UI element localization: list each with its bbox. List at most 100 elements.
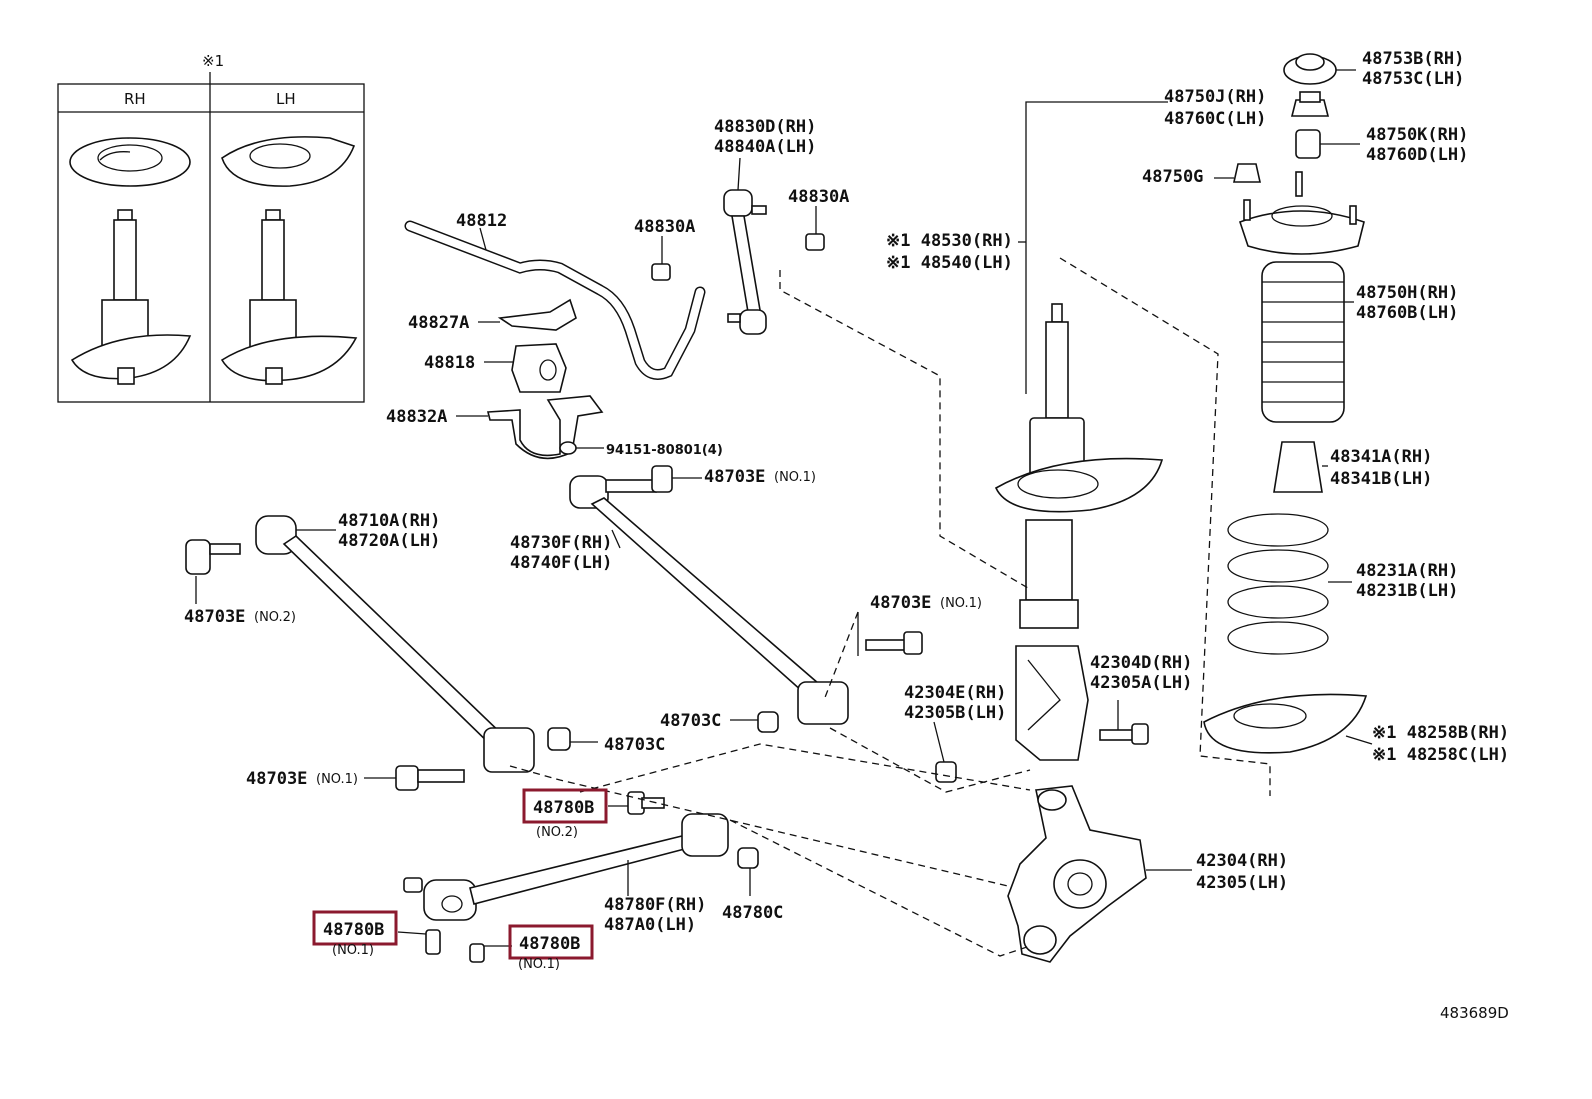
highlight-48780B-left [312, 910, 398, 946]
label-48750K: 48750K(RH) [1366, 125, 1468, 145]
label-48760D: 48760D(LH) [1366, 145, 1468, 165]
nut-48830A-left [651, 263, 671, 281]
bolt-48703E-left [185, 539, 241, 575]
label-48530: ※1 48530(RH) [886, 231, 1013, 251]
label-48258B: ※1 48258B(RH) [1372, 723, 1509, 743]
label-48780B-left-sub: (NO.1) [332, 943, 374, 958]
nut-48750J [1290, 91, 1330, 117]
label-48703E-top: 48703E [704, 467, 765, 487]
label-42305A: 42305A(LH) [1090, 673, 1192, 693]
label-48703E-low: 48703E [246, 769, 307, 789]
label-48780C: 48780C [722, 903, 783, 923]
label-48540: ※1 48540(LH) [886, 253, 1013, 273]
arm-48780F [403, 813, 729, 921]
label-48753C: 48753C(LH) [1362, 69, 1464, 89]
label-48830A-left: 48830A [634, 217, 695, 237]
inset-panel: ※1 RH LH [57, 52, 365, 403]
label-48780B-right-sub: (NO.1) [518, 957, 560, 972]
label-48730F: 48730F(RH) [510, 533, 612, 553]
label-48703E-top-sub: (NO.1) [774, 470, 816, 485]
suspension-support [1238, 171, 1365, 255]
bolt-42304D [1099, 723, 1149, 745]
label-48231A: 48231A(RH) [1356, 561, 1458, 581]
highlight-48780B-right [508, 924, 594, 960]
bushing-48703C-left [547, 727, 571, 751]
spring-seat-48258 [1203, 693, 1368, 754]
bushing-48703C-right [757, 711, 779, 733]
nut-48830A-right [805, 233, 825, 251]
label-48818: 48818 [424, 353, 475, 373]
label-48830A-right: 48830A [788, 187, 849, 207]
label-48703C-left: 48703C [604, 735, 665, 755]
label-48812: 48812 [456, 211, 507, 231]
bushing-48780C [737, 847, 759, 869]
label-48760C: 48760C(LH) [1164, 109, 1266, 129]
bolt-94151 [559, 441, 577, 455]
bolt-48780B-left [425, 929, 441, 955]
bolt-48703E-mid [865, 631, 923, 655]
label-48750G: 48750G [1142, 167, 1203, 187]
stabilizer-bar [404, 220, 706, 380]
inset-col-lh: LH [276, 90, 296, 108]
label-48341B: 48341B(LH) [1330, 469, 1432, 489]
label-48780B-top[interactable]: 48780B [533, 798, 594, 818]
label-48832A: 48832A [386, 407, 447, 427]
bolt-48780B-right [469, 943, 485, 963]
label-487A0: 487A0(LH) [604, 915, 696, 935]
dashed-guides [509, 257, 1271, 957]
dust-boot [1261, 261, 1345, 423]
label-48703E-left: 48703E [184, 607, 245, 627]
label-48341A: 48341A(RH) [1330, 447, 1432, 467]
bolt-48780B-top [627, 791, 665, 815]
figure-id: 483689D [1440, 1004, 1509, 1022]
highlight-48780B-top [522, 788, 608, 824]
label-48780B-top-sub: (NO.2) [536, 825, 578, 840]
label-42305B: 42305B(LH) [904, 703, 1006, 723]
label-48703C-right: 48703C [660, 711, 721, 731]
stabilizer-bracket-lower [486, 395, 604, 460]
inset-mark: ※1 [202, 52, 224, 70]
label-48750H: 48750H(RH) [1356, 283, 1458, 303]
inset-lh-spring-seat [221, 136, 356, 187]
label-42304D: 42304D(RH) [1090, 653, 1192, 673]
label-48780B-right[interactable]: 48780B [519, 934, 580, 954]
label-48231B: 48231B(LH) [1356, 581, 1458, 601]
label-48780B-left[interactable]: 48780B [323, 920, 384, 940]
bound-stopper [1273, 441, 1323, 493]
label-94151: 94151-80801(4) [606, 443, 723, 458]
stabilizer-bracket-upper [497, 298, 577, 331]
label-48760B: 48760B(LH) [1356, 303, 1458, 323]
bound-stopper-cap [1283, 53, 1337, 85]
shock-absorber [994, 303, 1164, 761]
arm-48730F [569, 465, 849, 725]
label-48703E-left-sub: (NO.2) [254, 610, 296, 625]
cushion-48750K [1295, 129, 1321, 159]
label-48703E-mid-sub: (NO.1) [940, 596, 982, 611]
bolt-48703E-low [395, 765, 465, 791]
label-48827A: 48827A [408, 313, 469, 333]
stabilizer-link [723, 189, 767, 335]
arm-48710A [255, 515, 535, 773]
nut-42304E [935, 761, 957, 783]
label-48720A: 48720A(LH) [338, 531, 440, 551]
label-48840A: 48840A(LH) [714, 137, 816, 157]
steering-knuckle [1007, 785, 1147, 963]
label-42305: 42305(LH) [1196, 873, 1288, 893]
label-48830D: 48830D(RH) [714, 117, 816, 137]
coil-spring [1227, 513, 1329, 655]
label-42304: 42304(RH) [1196, 851, 1288, 871]
label-42304E: 42304E(RH) [904, 683, 1006, 703]
labels: 48753B(RH) 48753C(LH) 48750J(RH) 48760C(… [184, 49, 1509, 1022]
label-48710A: 48710A(RH) [338, 511, 440, 531]
nut-48750G [1233, 163, 1261, 183]
label-48750J: 48750J(RH) [1164, 87, 1266, 107]
inset-lh-strut [220, 209, 358, 385]
label-48740F: 48740F(LH) [510, 553, 612, 573]
inset-rh-spring-seat [69, 137, 191, 187]
label-48780F: 48780F(RH) [604, 895, 706, 915]
stabilizer-bushing [511, 343, 567, 393]
label-48753B: 48753B(RH) [1362, 49, 1464, 69]
label-48258C: ※1 48258C(LH) [1372, 745, 1509, 765]
inset-rh-strut [70, 209, 192, 385]
